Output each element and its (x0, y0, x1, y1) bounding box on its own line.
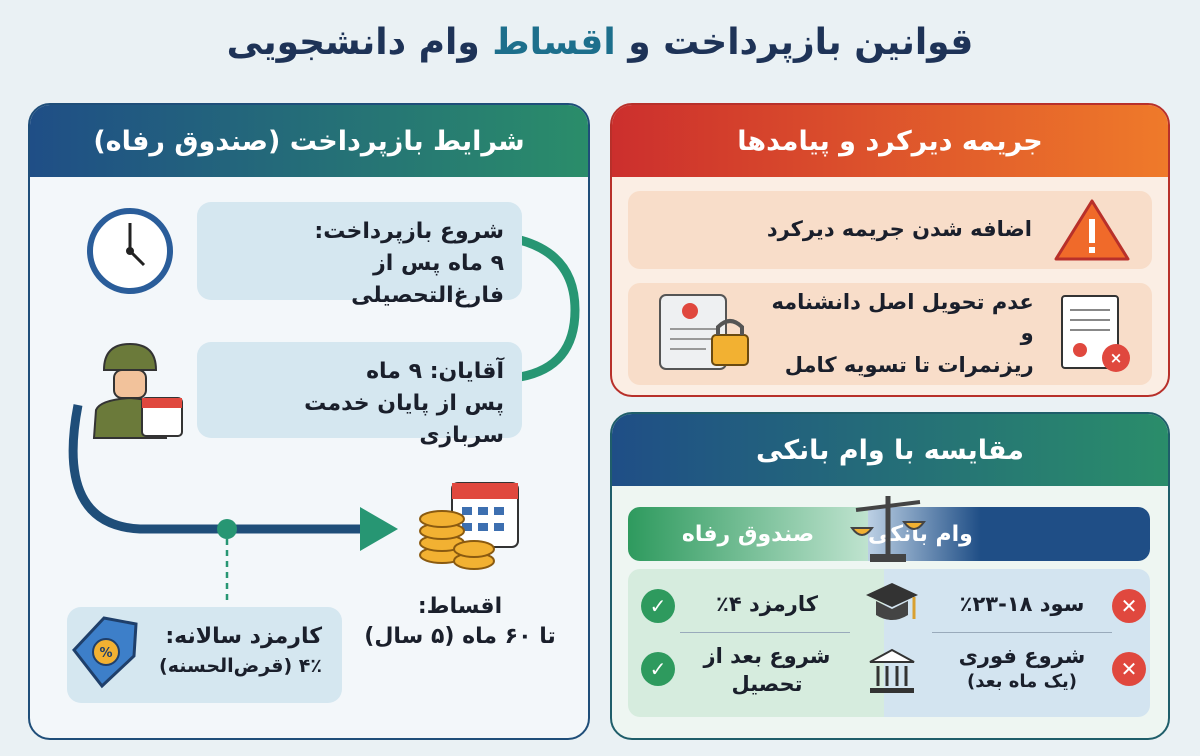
start-label: شروع بازپرداخت: (314, 219, 504, 244)
comparison-header: مقایسه با وام بانکی (612, 414, 1168, 486)
penalty-panel: جریمه دیرکرد و پیامدها اضافه شدن جریمه د… (610, 103, 1170, 397)
clock-icon (87, 208, 173, 294)
title-part: وام دانشجویی (226, 22, 493, 63)
svg-text:×: × (1109, 349, 1122, 367)
check-icon: ✓ (641, 589, 675, 623)
repayment-header: شرایط بازپرداخت (صندوق رفاه) (30, 105, 588, 177)
divider (932, 632, 1112, 633)
fee-value: ۴٪ (قرض‌الحسنه) (159, 654, 322, 677)
installments-info: اقساط: تا ۶۰ ماه (۵ سال) (350, 592, 570, 651)
fund-start-line: تحصیل (731, 672, 803, 697)
title-part: قوانین بازپرداخت و (615, 22, 974, 63)
repayment-panel: شرایط بازپرداخت (صندوق رفاه) شروع بازپرد… (28, 103, 590, 740)
bank-start: شروع فوری (یک ماه بعد) (932, 642, 1112, 695)
fund-column-header: صندوق رفاه (628, 507, 868, 561)
x-icon: ✕ (1112, 652, 1146, 686)
men-military-box: آقایان: ۹ ماه پس از پایان خدمت سربازی (197, 342, 522, 448)
arrow-head (360, 507, 398, 551)
scale-icon (850, 496, 926, 562)
coins-calendar-icon (419, 482, 519, 570)
page-title: قوانین بازپرداخت و اقساط وام دانشجویی (0, 22, 1200, 63)
percent-tag-icon: % (72, 616, 138, 689)
diploma-line: ریزنمرات تا تسویه کامل (784, 352, 1034, 377)
bank-interest: سود ۱۸-۲۳٪ (959, 592, 1085, 616)
bank-start-line: (یک ماه بعد) (966, 671, 1078, 693)
fund-start: شروع بعد از تحصیل (682, 642, 852, 699)
warning-icon (1054, 199, 1130, 261)
certificate-icon: × (1060, 295, 1130, 372)
diploma-line: عدم تحویل اصل دانشنامه و (771, 289, 1034, 346)
fee-label: کارمزد سالانه: (165, 624, 322, 649)
bank-start-line: شروع فوری (958, 644, 1086, 668)
men-label: آقایان: ۹ ماه (366, 359, 504, 384)
installments-value: تا ۶۰ ماه (۵ سال) (364, 623, 556, 649)
penalty-header: جریمه دیرکرد و پیامدها (612, 105, 1168, 177)
soldier-calendar-icon (92, 342, 183, 439)
late-fee-text: اضافه شدن جریمه دیرکرد (766, 217, 1032, 242)
x-icon: ✕ (1112, 589, 1146, 623)
installments-label: اقساط: (417, 594, 503, 619)
fee-node (217, 519, 237, 539)
bank-column-header: وام بانکی (868, 507, 1150, 561)
check-icon: ✓ (641, 652, 675, 686)
penalty-item-diploma: × عدم تحویل اصل دانشنامه و ریزنمرات تا تس… (628, 283, 1152, 385)
fund-fee: کارمزد ۴٪ (716, 592, 818, 616)
start-repayment-box: شروع بازپرداخت: ۹ ماه پس از فارغ‌التحصیل… (197, 202, 522, 308)
bank-column (884, 569, 1150, 717)
graduation-cap-icon (866, 583, 918, 620)
title-highlight: اقساط (492, 22, 616, 63)
start-value: ۹ ماه پس از فارغ‌التحصیلی (351, 250, 504, 308)
svg-text:%: % (99, 646, 112, 661)
comparison-panel: مقایسه با وام بانکی صندوق رفاه وام بانکی… (610, 412, 1170, 740)
green-arc (518, 235, 580, 382)
blue-flow-arrow (68, 404, 370, 534)
men-value: پس از پایان خدمت سربازی (304, 390, 504, 448)
fund-start-line: شروع بعد از (703, 644, 831, 668)
diploma-text: عدم تحویل اصل دانشنامه و ریزنمرات تا تسوی… (758, 287, 1034, 382)
bank-icon (869, 648, 915, 693)
flow-connectors (68, 235, 580, 605)
scroll-lock-icon (659, 294, 749, 370)
divider (680, 632, 850, 633)
penalty-item-late-fee: اضافه شدن جریمه دیرکرد (628, 191, 1152, 269)
